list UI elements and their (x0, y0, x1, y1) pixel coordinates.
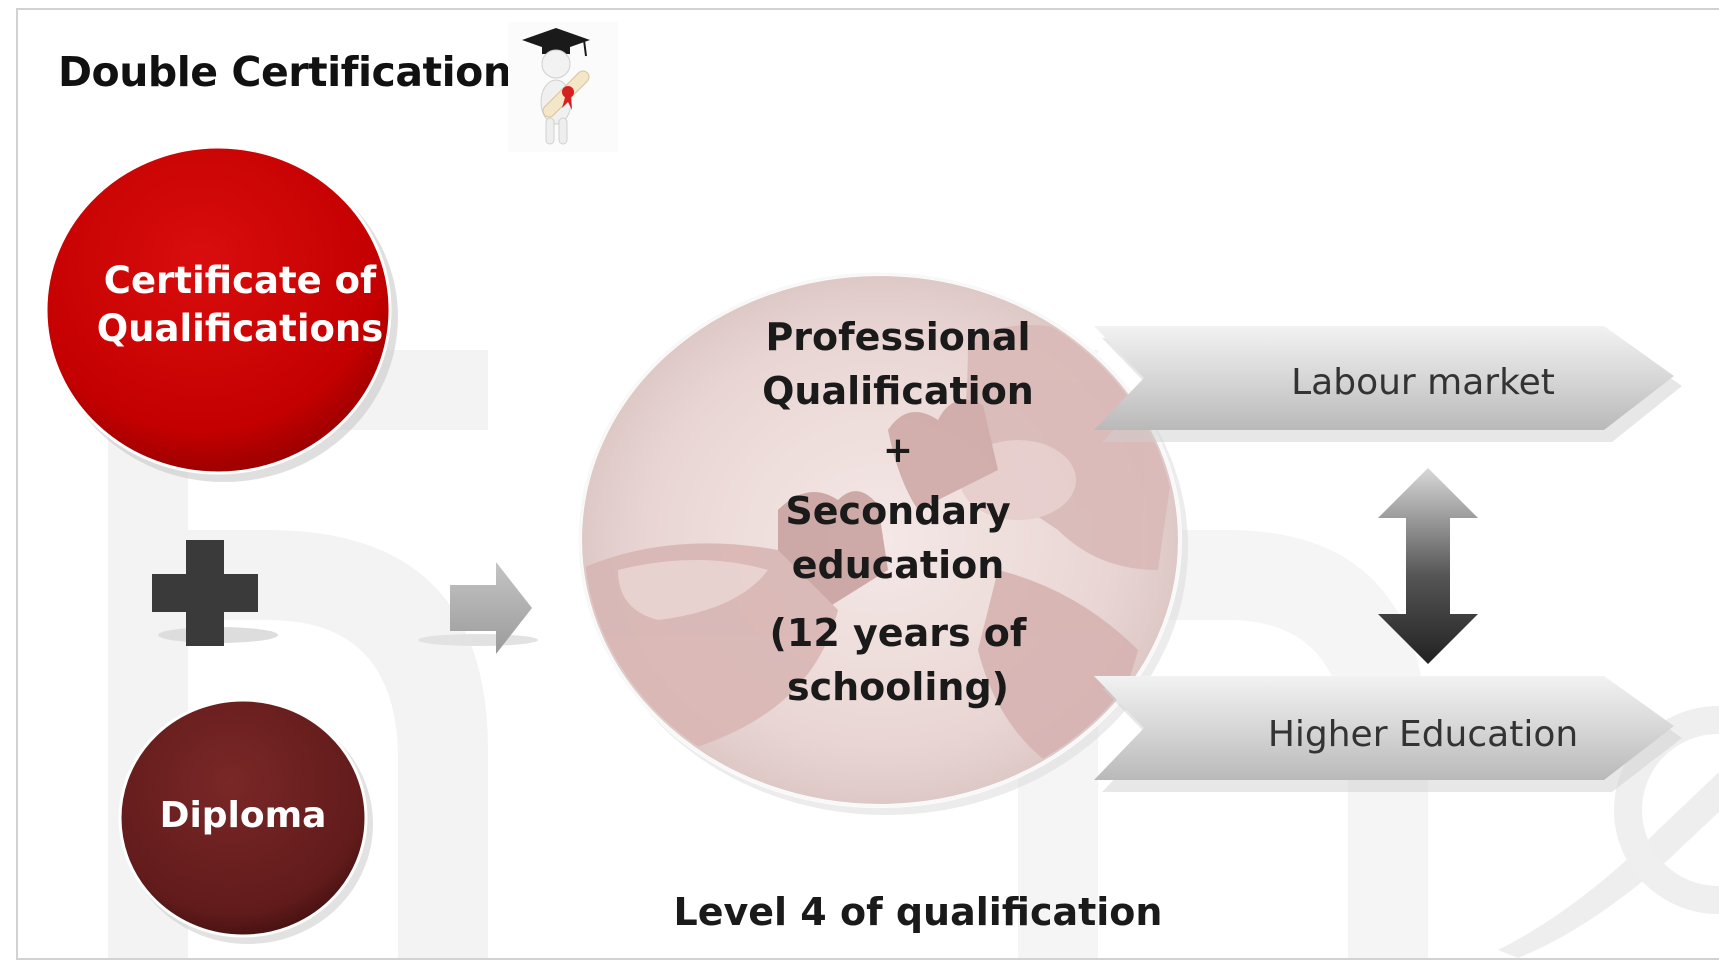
center-bubble (578, 272, 1188, 815)
labour-market-label: Labour market (1291, 362, 1555, 403)
center-line-qualification: Qualification (762, 369, 1034, 413)
higher-education-label: Higher Education (1267, 714, 1579, 755)
center-text: Professional Qualification + Secondary e… (678, 310, 1118, 714)
labour-chevron (1094, 326, 1682, 442)
center-line-schooling: schooling) (786, 665, 1010, 709)
certificate-line-1: Certificate of (103, 259, 377, 302)
center-line-years: (12 years of (769, 611, 1027, 655)
slide: Double Certification (16, 8, 1719, 960)
diploma-label: Diploma (159, 794, 327, 836)
certificate-label: Certificate of Qualifications (50, 230, 430, 380)
center-line-secondary: Secondary (785, 489, 1011, 533)
page-title: Double Certification (58, 48, 512, 96)
certificate-line-2: Qualifications (96, 307, 384, 350)
right-arrow-icon (418, 562, 538, 654)
center-line-professional: Professional (765, 315, 1031, 359)
plus-icon (152, 540, 278, 646)
diagram-shapes (44, 145, 1682, 944)
double-arrow-icon (1378, 468, 1478, 664)
higher-chevron (1094, 676, 1682, 792)
diploma-circle (118, 698, 368, 938)
center-plus: + (882, 430, 914, 471)
center-line-education: education (791, 543, 1005, 587)
graduate-figure-icon (508, 22, 618, 152)
footer-level-label: Level 4 of qualification (673, 890, 1163, 934)
certificate-circle (44, 145, 392, 475)
